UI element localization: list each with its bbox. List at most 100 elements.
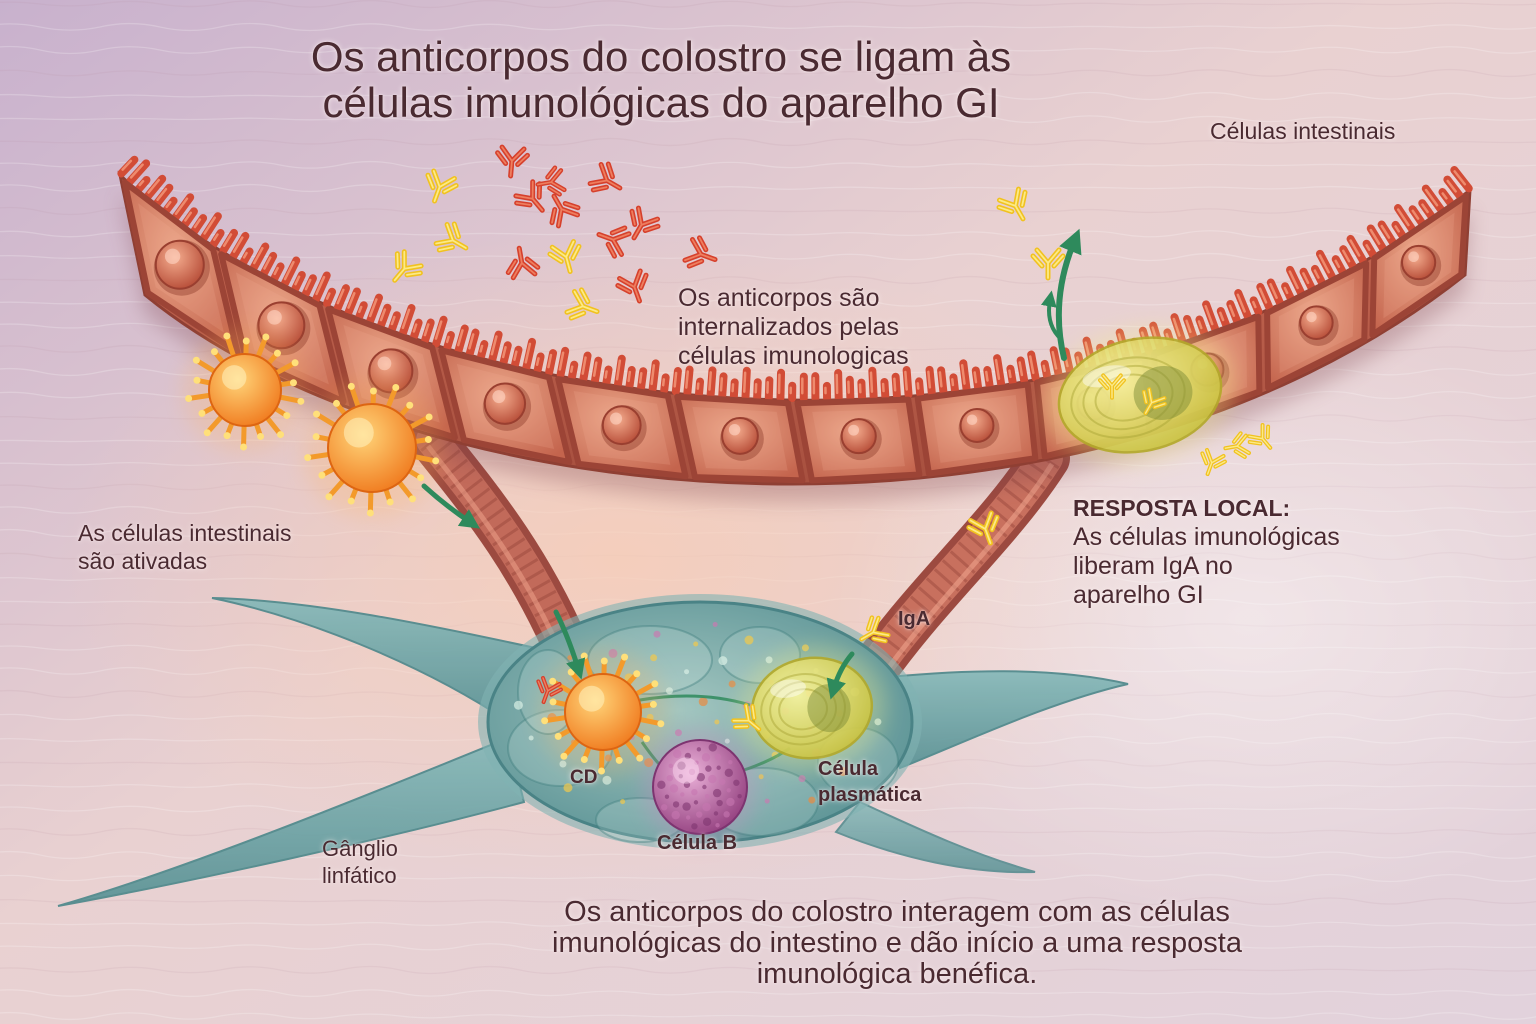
microvillus (614, 354, 626, 389)
cell-texture (737, 793, 742, 799)
diagram-caption: Os anticorpos do colostro interagem com … (377, 897, 1417, 990)
title-line-1: Os anticorpos do colostro se ligam às (310, 33, 1012, 80)
villus-body (671, 366, 682, 396)
cell-texture (671, 810, 680, 820)
antibody-shine (598, 232, 630, 256)
microvillus (171, 193, 195, 222)
villus-body (377, 303, 392, 329)
antibody-shine (1206, 449, 1225, 475)
villus-body (421, 318, 435, 344)
texture-wave (0, 68, 1536, 78)
villus-shine (1365, 244, 1371, 251)
dendrite-tip (210, 348, 218, 356)
dendrite-tip (318, 471, 326, 479)
microvillus (1016, 356, 1029, 384)
villus-shine (222, 233, 233, 247)
villus-shine (434, 320, 443, 340)
dendrite-tip (424, 436, 432, 444)
villus-body (741, 366, 751, 401)
villus-body (291, 270, 306, 293)
antibody-shine (1201, 452, 1226, 468)
villus-body (355, 301, 368, 321)
cell-shine (770, 679, 806, 698)
microvillus (959, 359, 971, 393)
microvillus (764, 376, 774, 402)
microvillus (822, 381, 832, 403)
antibody (966, 510, 1000, 546)
villus-shine (336, 288, 345, 305)
microvillus (477, 340, 489, 361)
villus-shine (1318, 254, 1330, 274)
villus-body (344, 287, 361, 317)
microvillus (355, 301, 368, 321)
cell-shine (343, 417, 374, 448)
antibody-shine (553, 195, 579, 227)
dendrite-tip (347, 382, 355, 390)
cell-texture (677, 761, 686, 770)
villus-shine (650, 364, 656, 386)
villus-body (333, 284, 350, 312)
lymph-node-particle (728, 680, 736, 688)
microvillus (579, 351, 592, 383)
microvillus (421, 318, 435, 344)
villus-body (161, 196, 178, 216)
villus-shine (1334, 259, 1341, 269)
cell-texture (724, 768, 733, 778)
cell-body (564, 673, 642, 751)
microvillus (454, 324, 469, 354)
microvillus (729, 378, 739, 401)
dendritic-cell (183, 328, 307, 452)
villus-shine (304, 278, 312, 291)
antibody (629, 205, 661, 241)
dendrite-tip (408, 495, 416, 503)
cell-texture (696, 747, 702, 752)
microvillus (753, 378, 762, 402)
villus-shine (719, 377, 724, 392)
dendrite-tip (392, 384, 400, 392)
villus-body (845, 375, 855, 402)
villus-body (522, 337, 537, 372)
villus-shine (535, 357, 540, 367)
plasma-cell-epithelium (1045, 325, 1235, 465)
microvillus (312, 271, 331, 303)
villus-body (199, 212, 222, 242)
cell-texture (688, 768, 696, 776)
villus-shine (524, 342, 532, 364)
microvillus (1421, 184, 1445, 214)
antibody-shine (501, 146, 525, 177)
villus-shine (174, 197, 189, 215)
villus-body (270, 262, 285, 283)
villus-body (180, 207, 198, 229)
microvillus (399, 303, 416, 337)
cell-texture (694, 760, 699, 765)
villus-body (625, 365, 636, 390)
microvillus (845, 375, 855, 402)
microvillus (180, 207, 198, 229)
villus-shine (294, 275, 301, 286)
villus-shine (994, 358, 1001, 380)
villus-shine (1258, 287, 1268, 304)
villus-body (488, 330, 503, 364)
villus-body (753, 378, 762, 402)
label-b-cell: Célula B (657, 832, 738, 854)
cell-shine (578, 685, 605, 712)
microvillus (1362, 239, 1377, 259)
antibody-shine (427, 174, 458, 193)
texture-wave (0, 91, 1536, 101)
texture-wave (0, 965, 1536, 975)
villus-shine (412, 323, 418, 333)
texture-wave (0, 114, 1536, 124)
cell-texture (680, 792, 685, 797)
title-line-2: células imunológicas do aparelho GI (322, 79, 1000, 126)
villus-shine (1396, 208, 1410, 227)
label-line: internalizados pelas (678, 313, 899, 341)
antibody (547, 239, 582, 274)
villus-body (1006, 364, 1017, 386)
texture-wave (0, 206, 1536, 216)
intestinal-cells (121, 179, 1469, 484)
dendrite-tip (432, 457, 440, 465)
microvillus (949, 373, 959, 394)
nucleus-shine (377, 356, 392, 371)
villus-shine (242, 251, 248, 259)
dendrite-tip (425, 413, 433, 421)
